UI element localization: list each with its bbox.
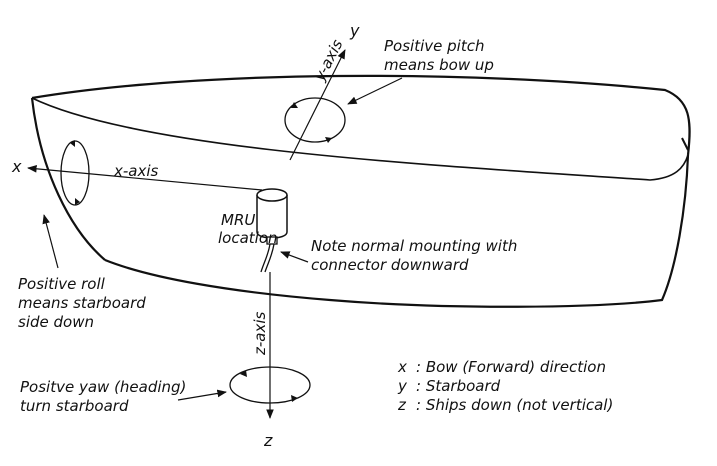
roll-label-line2: means starboard	[18, 294, 146, 312]
pitch-rotation-ellipse	[284, 97, 346, 143]
x-axis-label: x-axis	[113, 162, 159, 180]
roll-rotation-ellipse	[60, 140, 90, 206]
x-axis: x x-axis	[11, 157, 263, 191]
mounting-label-line1: Note normal mounting with	[311, 237, 517, 255]
legend-key-y: y	[397, 377, 408, 395]
yaw-label-line2: turn starboard	[20, 397, 129, 415]
yaw-label-line1: Positve yaw (heading)	[20, 378, 186, 396]
mru-unit	[256, 188, 288, 273]
z-axis-letter: z	[263, 431, 273, 450]
pitch-label-line1: Positive pitch	[384, 37, 484, 55]
mru-label-line2: location	[218, 229, 278, 247]
z-axis: z-axis z	[251, 272, 274, 450]
mounting-label-line2: connector downward	[311, 256, 469, 274]
axis-legend: x : Bow (Forward) direction y : Starboar…	[397, 358, 613, 414]
pitch-callout: Positive pitch means bow up	[347, 37, 494, 105]
legend-text-y: : Starboard	[416, 377, 501, 395]
mounting-callout: Note normal mounting with connector down…	[280, 237, 517, 274]
legend-key-z: z	[397, 396, 407, 414]
legend-key-x: x	[397, 358, 407, 376]
z-axis-label: z-axis	[251, 311, 269, 356]
roll-label-line1: Positive roll	[18, 275, 106, 293]
yaw-rotation-ellipse	[229, 366, 311, 404]
roll-label-line3: side down	[18, 313, 94, 331]
legend-text-x: : Bow (Forward) direction	[416, 358, 606, 376]
legend-text-z: : Ships down (not vertical)	[416, 396, 613, 414]
y-axis-letter: y	[349, 21, 360, 40]
pitch-label-line2: means bow up	[384, 56, 494, 74]
mru-label-line1: MRU	[221, 211, 255, 229]
x-axis-letter: x	[11, 157, 22, 176]
yaw-callout: Positve yaw (heading) turn starboard	[20, 378, 227, 415]
y-axis-label: y-axis	[310, 36, 346, 84]
ship-hull	[30, 74, 691, 308]
roll-callout: Positive roll means starboard side down	[18, 214, 146, 331]
